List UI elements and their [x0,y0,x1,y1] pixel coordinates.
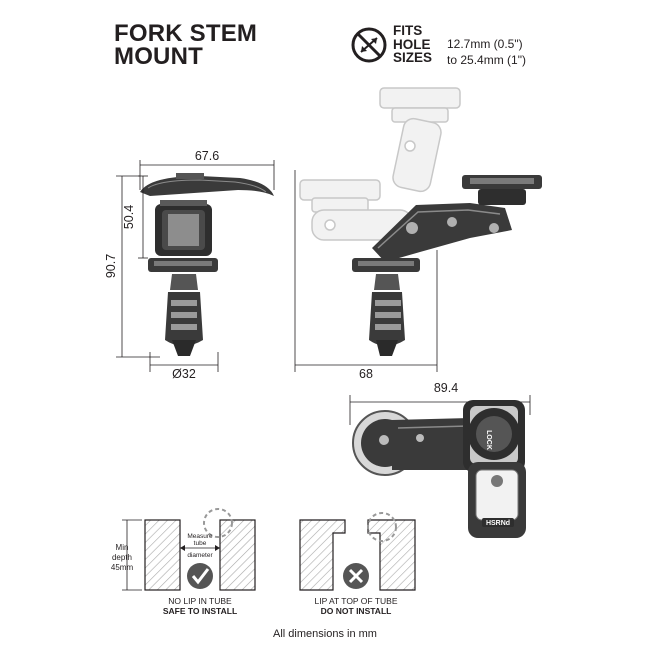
side-view-ghost-positions [299,87,461,241]
measure-label-line-1: Measure [187,533,213,540]
bad-caption-line-2: DO NOT INSTALL [321,606,392,616]
measure-label-line-2: tube [194,540,207,547]
ok-caption-line-1: NO LIP IN TUBE [168,596,232,606]
front-view-dimension-lines [116,160,275,372]
hole-range-min: 12.7mm (0.5") [447,37,523,51]
dimension-height-total: 90.7 [104,254,118,278]
tube-with-lip-diagram [299,512,416,591]
product-title: FORK STEM MOUNT [114,20,258,70]
min-depth-label-line-3: 45mm [111,563,134,572]
fits-badge: FITS HOLE SIZES [393,24,432,65]
cross-icon [343,563,369,589]
no-resize-icon [351,27,387,63]
side-view-dimension-lines [294,170,438,372]
dimension-diameter: Ø32 [172,367,196,381]
hole-range-max: to 25.4mm (1") [447,53,526,67]
fits-line-3: SIZES [393,50,433,65]
plan-view-mount [352,400,526,538]
bad-caption-line-1: LIP AT TOP OF TUBE [315,596,398,606]
dimension-width-plan: 89.4 [434,381,458,395]
measure-label-line-3: diameter [187,552,213,559]
min-depth-label-line-2: depth [112,553,132,562]
dimension-width-top: 67.6 [195,149,219,163]
ok-caption-line-2: SAFE TO INSTALL [163,606,237,616]
front-view-mount [140,173,274,356]
brand-marking: HSRNd [486,520,510,527]
fits-line-2: HOLE [393,36,431,52]
title-line-1: FORK STEM [114,20,258,47]
dimension-width-side: 68 [359,367,373,381]
tube-no-lip-diagram [122,508,256,591]
fits-line-1: FITS [393,23,423,38]
footer-note: All dimensions in mm [273,628,377,640]
check-icon [187,563,213,589]
lock-marking: LOCK [485,430,492,450]
min-depth-label-line-1: Min [116,543,129,552]
hole-range: 12.7mm (0.5") to 25.4mm (1") [447,36,526,68]
title-line-2: MOUNT [114,43,203,70]
side-view-mount [352,175,542,356]
dimension-height-upper: 50.4 [122,205,136,229]
